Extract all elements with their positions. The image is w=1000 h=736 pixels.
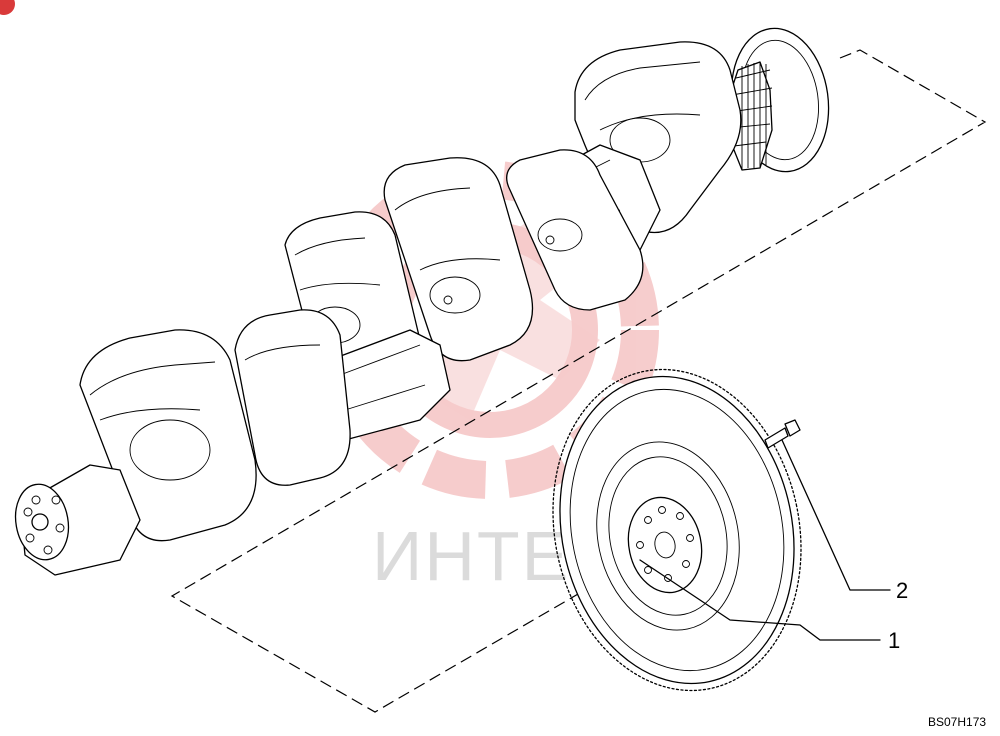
corner-badge-icon bbox=[0, 0, 15, 15]
crankshaft-rear-flange bbox=[727, 27, 830, 173]
assembly-plane-outline bbox=[170, 49, 987, 713]
flywheel-bolt bbox=[764, 419, 801, 449]
callout-leader-2 bbox=[781, 439, 891, 591]
flywheel bbox=[552, 368, 802, 692]
callout-label-1: 1 bbox=[888, 628, 900, 653]
callout-label-2: 2 bbox=[896, 578, 908, 603]
crank-web bbox=[234, 309, 351, 486]
crankshaft bbox=[14, 27, 830, 576]
callout-leader-1 bbox=[639, 559, 881, 641]
crankshaft-front-snout bbox=[14, 464, 141, 576]
crank-web bbox=[506, 149, 644, 311]
reference-code: BS07H173 bbox=[928, 715, 986, 729]
